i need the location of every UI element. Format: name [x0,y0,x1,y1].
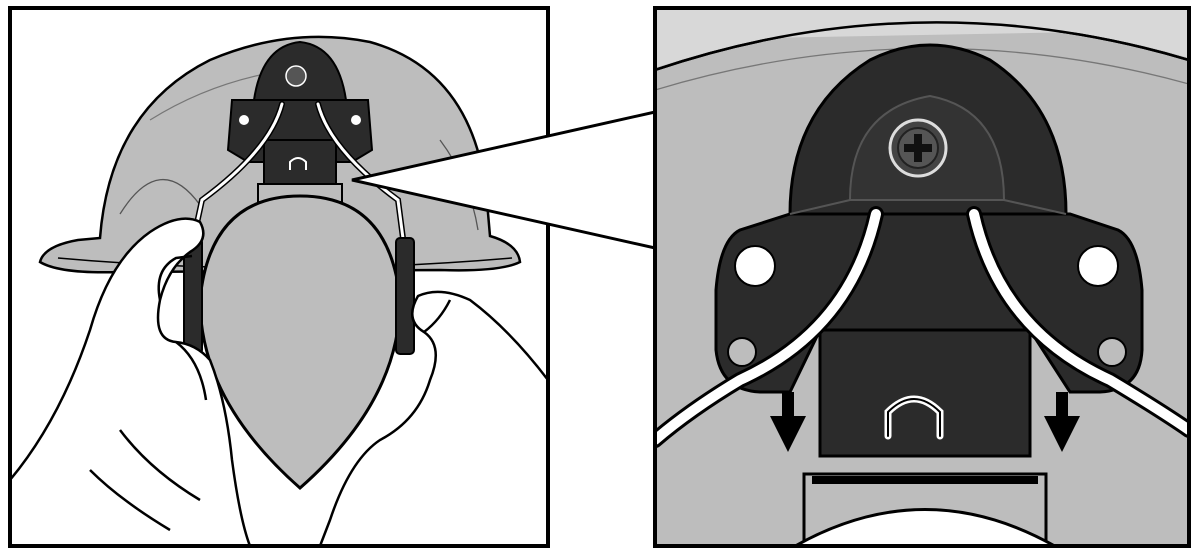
phillips-screw-icon [890,120,946,176]
overview-panel [10,8,548,546]
slot-block [820,330,1030,456]
detail-panel [655,0,1189,549]
ear-cup-top-detail [790,474,1060,549]
